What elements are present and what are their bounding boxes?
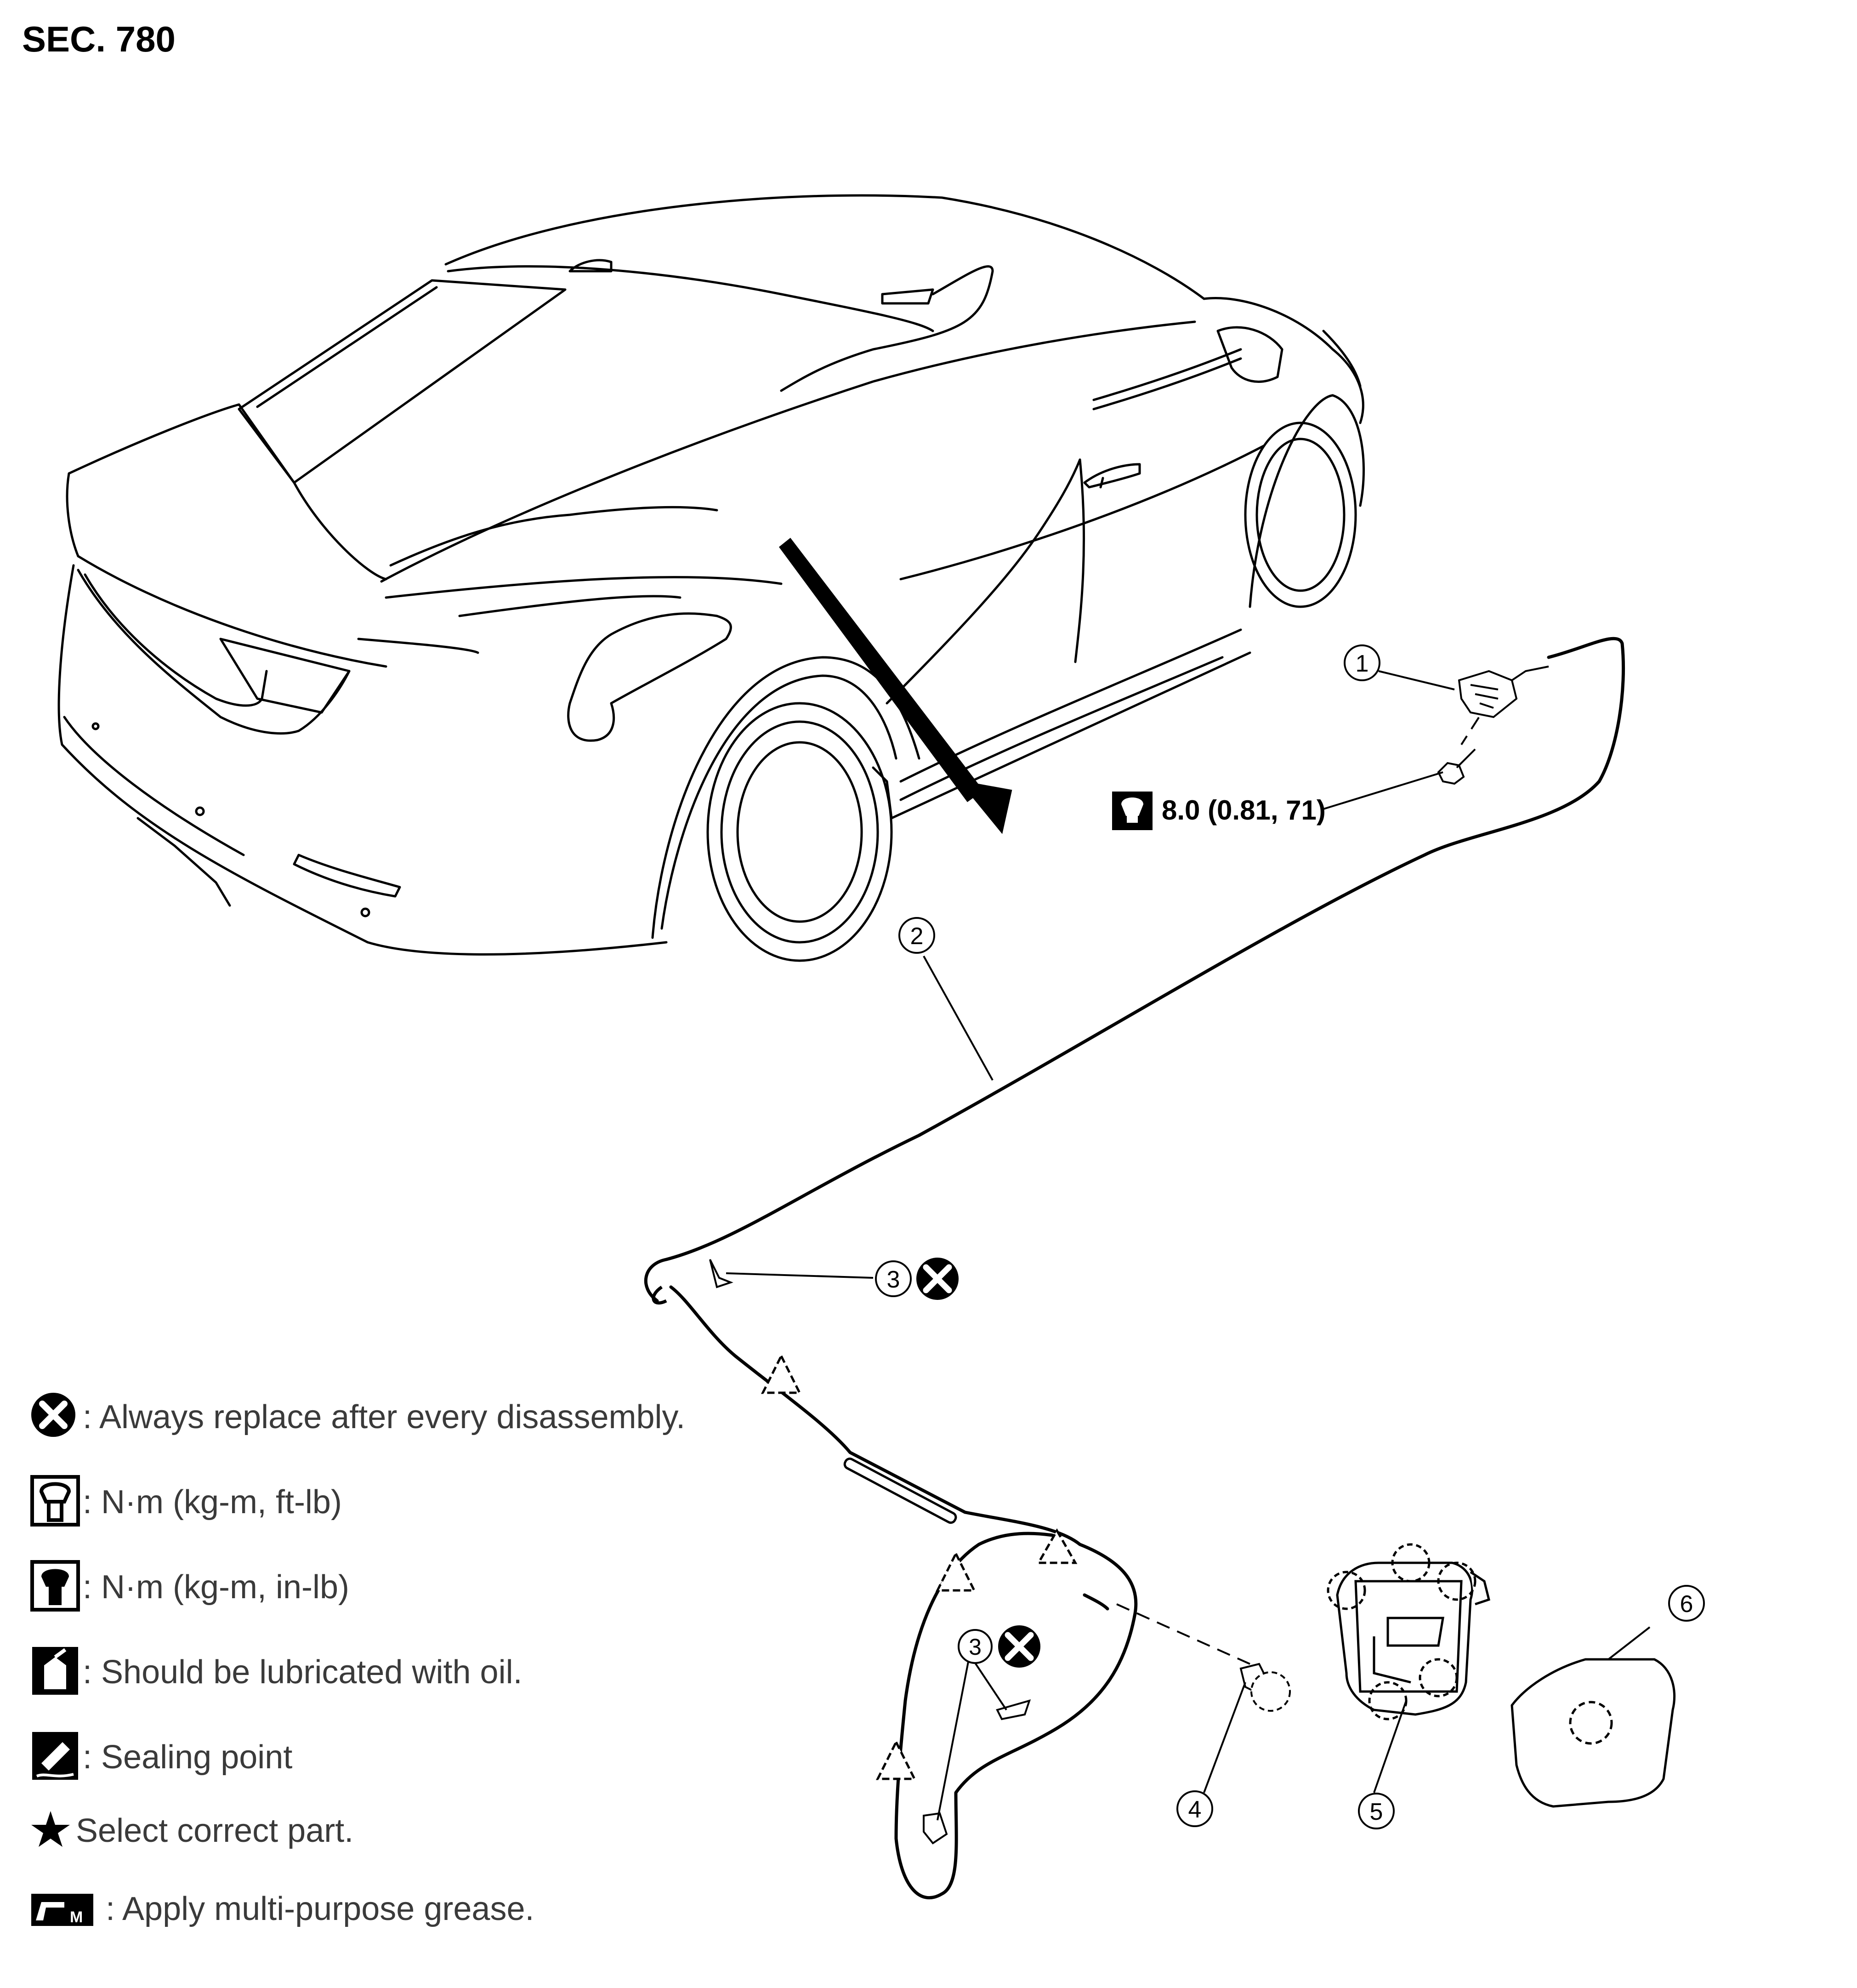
x-circle-icon [31,1393,75,1437]
fuel-filler-housing [1327,1543,1490,1720]
svg-text:6: 6 [1680,1591,1693,1618]
assembly-guide-line [1116,1603,1250,1665]
svg-text:1: 1 [1356,650,1369,677]
star-icon [31,1811,70,1847]
leader-lines [726,670,1651,1821]
bolt [1437,748,1476,785]
callout-6: 6 [1668,1585,1705,1622]
clip-warning-icon [761,1353,1078,1780]
fuel-door [1511,1658,1676,1808]
svg-text:3: 3 [969,1634,982,1660]
fuel-door-opener-cable [644,637,1625,1900]
svg-text:2: 2 [910,923,924,950]
svg-text:M: M [70,1908,83,1926]
grease-icon: M [31,1894,93,1926]
callout-2: 2 [898,917,935,954]
svg-text:8.0 (0.81, 71): 8.0 (0.81, 71) [1162,795,1326,826]
callout-3a: 3 [875,1258,959,1300]
opener-lever [1458,666,1549,718]
svg-text:4: 4 [1188,1796,1202,1823]
cable-clip [709,1259,1031,1845]
sealant-icon [32,1732,78,1780]
cable-end-loop [652,1286,667,1305]
callout-4: 4 [1176,1790,1213,1827]
callout-5: 5 [1358,1793,1395,1829]
torque-spec: 8.0 (0.81, 71) [1112,792,1326,830]
svg-text:5: 5 [1370,1799,1383,1825]
fuel-door-actuator [1239,1663,1291,1712]
torque-wrench-filled-icon [30,1560,80,1612]
vehicle-outline [57,194,1365,962]
svg-text:3: 3 [887,1266,900,1293]
oil-can-icon [32,1647,78,1695]
torque-wrench-icon [30,1475,80,1527]
cable-sleeve [843,1458,957,1524]
direction-arrow [779,538,1012,834]
section-title: SEC. 780 [22,19,176,59]
callout-3b: 3 [958,1625,1040,1668]
callout-1: 1 [1344,644,1380,681]
